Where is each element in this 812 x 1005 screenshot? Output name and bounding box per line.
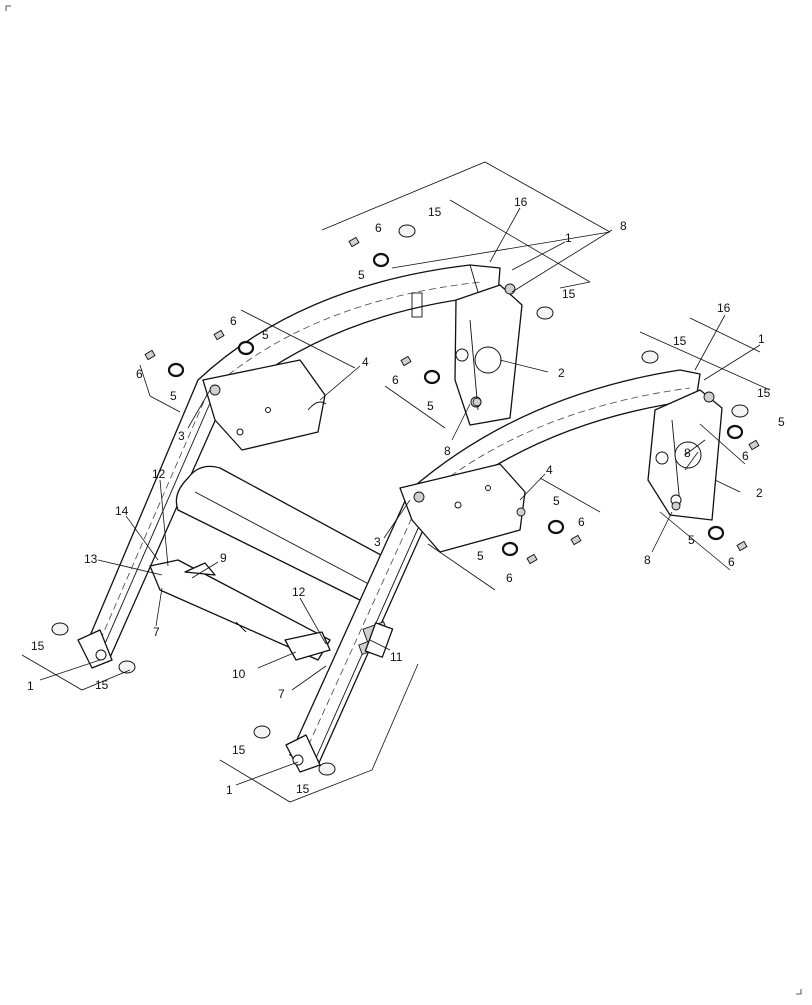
callout: 6 <box>230 314 237 328</box>
callout: 5 <box>427 399 434 413</box>
callout: 1 <box>565 231 572 245</box>
leader-lines <box>39 207 761 786</box>
callout: 3 <box>178 429 185 443</box>
callout: 12 <box>152 467 166 481</box>
group-brackets <box>21 161 771 803</box>
callout: 7 <box>153 625 160 639</box>
callout: 1 <box>226 783 233 797</box>
callout: 1 <box>27 679 34 693</box>
crop-mark-bottom-right <box>796 989 802 995</box>
callout: 8 <box>644 553 651 567</box>
callout: 6 <box>392 373 399 387</box>
callout: 5 <box>262 328 269 342</box>
side-plate-left <box>202 359 327 451</box>
callout: 2 <box>558 366 565 380</box>
callout: 5 <box>477 549 484 563</box>
callout: 5 <box>688 533 695 547</box>
callout: 16 <box>717 301 731 315</box>
callout-labels: 1 1 1 1 2 2 3 3 4 4 5 5 5 5 5 5 5 5 6 6 … <box>27 195 785 797</box>
callout: 4 <box>546 463 553 477</box>
callout: 5 <box>778 415 785 429</box>
callout: 13 <box>84 552 98 566</box>
callout: 8 <box>620 219 627 233</box>
crop-mark-top-left <box>5 5 11 11</box>
callout: 6 <box>375 221 382 235</box>
callout: 4 <box>362 355 369 369</box>
callout: 11 <box>390 650 403 664</box>
callout: 15 <box>31 639 45 653</box>
callout: 14 <box>115 504 129 518</box>
side-plate-right <box>399 463 526 553</box>
callout: 5 <box>170 389 177 403</box>
callout: 15 <box>757 386 771 400</box>
callout: 9 <box>220 551 227 565</box>
callout: 7 <box>278 687 285 701</box>
callout: 3 <box>374 535 381 549</box>
callout: 5 <box>358 268 365 282</box>
callout: 15 <box>95 678 109 692</box>
callout: 6 <box>136 367 143 381</box>
callout: 15 <box>673 334 687 348</box>
callout: 2 <box>756 486 763 500</box>
hardware <box>51 224 760 776</box>
callout: 6 <box>578 515 585 529</box>
callout: 15 <box>428 205 442 219</box>
loader-arm-left <box>77 264 501 669</box>
callout: 8 <box>444 444 451 458</box>
callout: 6 <box>742 449 749 463</box>
callout: 6 <box>506 571 513 585</box>
callout: 15 <box>296 782 310 796</box>
callout: 15 <box>562 287 576 301</box>
callout: 8 <box>684 446 691 460</box>
callout: 1 <box>758 332 765 346</box>
callout: 5 <box>553 494 560 508</box>
callout: 15 <box>232 743 246 757</box>
callout: 12 <box>292 585 306 599</box>
callout: 10 <box>232 667 246 681</box>
callout: 6 <box>728 555 735 569</box>
callout: 16 <box>514 195 528 209</box>
